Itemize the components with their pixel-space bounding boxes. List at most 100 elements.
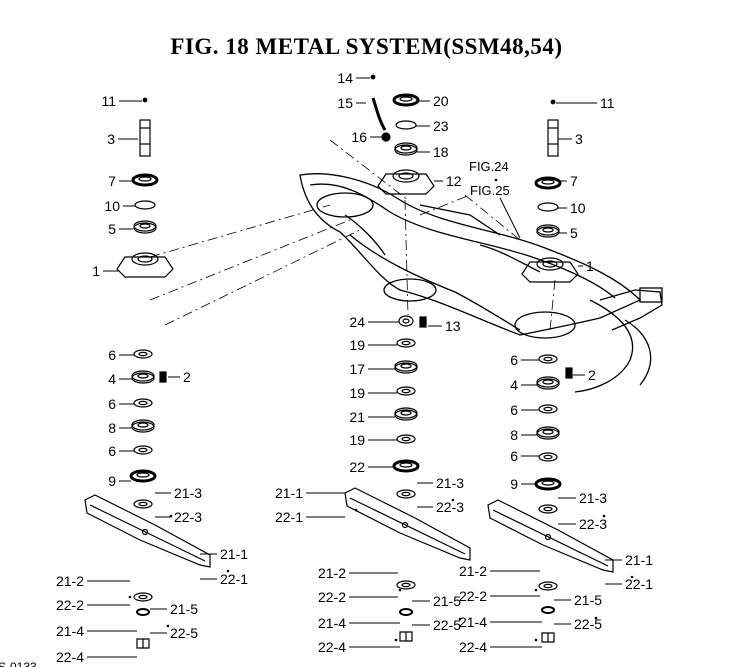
spindle-housing-right-5 [521, 257, 579, 283]
part-label: 17 [349, 361, 365, 377]
part-label: 5 [108, 221, 116, 237]
part-label: 9 [108, 473, 116, 489]
washer-left-6 [133, 349, 153, 359]
washer-right-17 [538, 581, 558, 591]
label-dot [394, 638, 398, 642]
lock-washer-right-19 [541, 606, 555, 614]
bearing-center-10 [394, 360, 418, 374]
washer-center-19 [396, 580, 416, 590]
part-label: 19 [349, 385, 365, 401]
label-dot [226, 569, 230, 573]
snap-ring-right-3 [537, 202, 559, 212]
washer-center-15 [396, 489, 416, 499]
bearing-right-10 [536, 426, 560, 440]
part-label: 22-2 [56, 597, 84, 613]
part-label: 21-4 [56, 623, 84, 639]
label-dot [534, 638, 538, 642]
part-label: 6 [108, 443, 116, 459]
part-label: 19 [349, 432, 365, 448]
label-dot [534, 588, 538, 592]
part-label: 1 [92, 263, 100, 279]
part-label: 22-3 [579, 516, 607, 532]
figure-title: FIG. 18 METAL SYSTEM(SSM48,54) [170, 34, 563, 59]
seal-left-2 [131, 173, 159, 187]
spindle-shaft-right-1 [547, 119, 559, 157]
washer-center-11 [396, 386, 416, 396]
part-label: 21-1 [220, 546, 248, 562]
label-dot [398, 588, 402, 592]
part-label: 14 [337, 70, 353, 86]
part-label: 8 [510, 427, 518, 443]
label-dot [594, 616, 598, 620]
seal-center-14 [392, 459, 420, 473]
part-label: 22-4 [56, 649, 84, 665]
bearing-right-7 [536, 376, 560, 390]
part-label: 6 [108, 347, 116, 363]
part-label: 21-2 [56, 573, 84, 589]
washer-center-13 [396, 434, 416, 444]
collar-center-7 [398, 315, 414, 327]
label-dot [166, 624, 170, 628]
part-label: 3 [107, 131, 115, 147]
part-label: 9 [510, 476, 518, 492]
bearing-left-4 [133, 220, 157, 234]
part-label: 13 [445, 318, 461, 334]
washer-right-11 [538, 452, 558, 462]
part-label: 4 [108, 371, 116, 387]
part-label: 22-2 [318, 589, 346, 605]
washer-left-17 [133, 592, 153, 602]
snap-ring-left-3 [134, 200, 156, 210]
part-label: 21-5 [170, 601, 198, 617]
part-label: 1 [586, 258, 594, 274]
part-label: 11 [101, 93, 116, 109]
figure-reference: FIG.25 [470, 183, 510, 198]
part-label: 18 [433, 144, 449, 160]
label-dot [602, 514, 606, 518]
part-label: 22-3 [436, 499, 464, 515]
part-label: 4 [510, 377, 518, 393]
part-label: 7 [570, 173, 578, 189]
snap-ring-center-4 [395, 120, 417, 130]
part-label: 21-3 [174, 485, 202, 501]
spindle-shaft-left-1 [139, 119, 151, 157]
part-label: 22-5 [574, 616, 602, 632]
cutter-blade [344, 487, 471, 561]
part-label: 6 [510, 448, 518, 464]
label-dot [169, 514, 173, 518]
drawing-code: S-0133 [0, 660, 37, 667]
bearing-center-5 [394, 142, 418, 156]
part-label: 10 [570, 200, 586, 216]
part-label: 22-3 [174, 509, 202, 525]
grease-fitting-right-8 [565, 367, 573, 379]
washer-center-9 [396, 338, 416, 348]
seal-right-12 [534, 477, 562, 491]
part-label: 22 [349, 459, 365, 475]
label-dot [128, 595, 132, 599]
tube-center-1 [371, 97, 387, 131]
bearing-center-12 [394, 407, 418, 421]
part-label: 22-5 [170, 625, 198, 641]
part-label: 2 [588, 367, 596, 383]
part-label: 6 [108, 396, 116, 412]
cutter-blade [487, 499, 614, 573]
spindle-housing-left-5 [116, 252, 174, 278]
bearing-left-10 [131, 419, 155, 433]
fitting-center-2 [381, 132, 391, 142]
bolt-left-0 [142, 97, 148, 103]
seal-left-12 [129, 469, 157, 483]
washer-left-11 [133, 445, 153, 455]
washer-right-9 [538, 404, 558, 414]
cotter-pin-center-0 [370, 74, 376, 80]
washer-left-13 [133, 499, 153, 509]
part-label: 6 [510, 402, 518, 418]
washer-right-13 [538, 504, 558, 514]
part-label: 21-5 [433, 593, 461, 609]
part-label: 22-1 [275, 509, 303, 525]
grease-fitting-center-8 [419, 316, 427, 328]
bearing-left-7 [131, 370, 155, 384]
lock-washer-left-19 [136, 608, 150, 616]
part-label: 19 [349, 337, 365, 353]
part-label: 22-2 [459, 588, 487, 604]
part-label: 22-5 [433, 617, 461, 633]
